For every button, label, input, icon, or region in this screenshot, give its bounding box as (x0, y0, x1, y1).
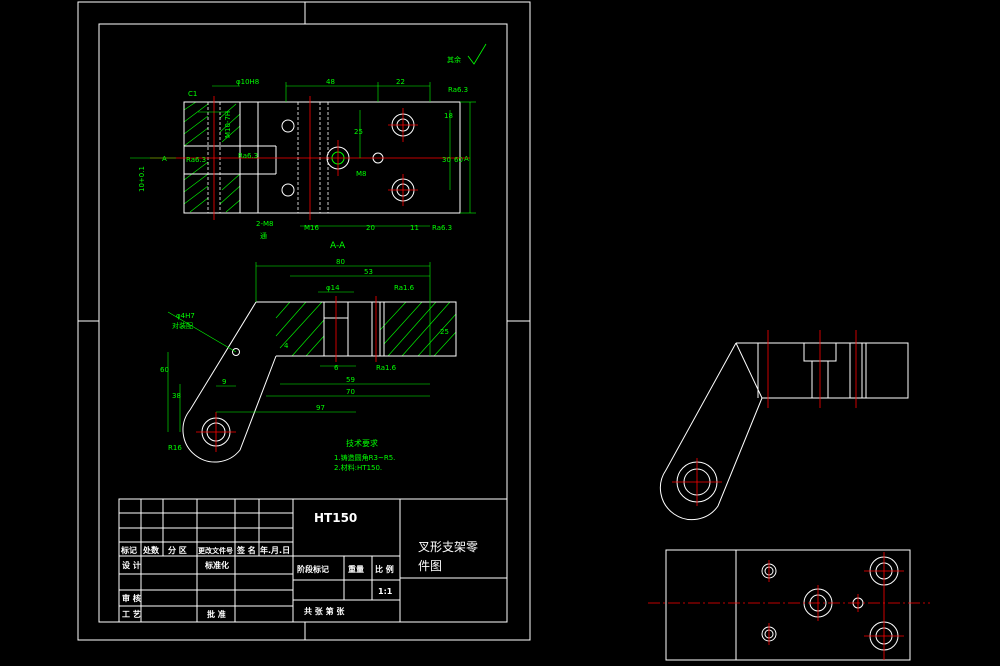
dim-hole-note-1: φ4H7 (176, 312, 195, 320)
row-review: 审 核 (122, 593, 141, 603)
dim-groove: 4 (284, 342, 289, 350)
surface-finish-symbol (467, 43, 487, 65)
dim-ra-mid: Ra6.3 (238, 152, 258, 160)
dim-tolerance: 10+0.1 (138, 166, 146, 192)
model-plan-view (648, 549, 930, 661)
dim-w-18: 18 (444, 112, 453, 120)
row-process: 工 艺 (122, 609, 141, 619)
scale-value: 1:1 (378, 587, 393, 596)
dim-len-48: 48 (326, 78, 335, 86)
dim-r-16: R16 (168, 444, 182, 452)
dim-ra-bottom: Ra6.3 (432, 224, 452, 232)
section-marker-left: A (162, 155, 167, 163)
sheet-count: 共 张 第 张 (304, 606, 345, 616)
dim-ra-top: Ra6.3 (448, 86, 468, 94)
header-sign: 签 名 (236, 545, 256, 555)
row-standard: 标准化 (204, 560, 229, 570)
tech-req-title: 技术要求 (346, 438, 378, 448)
header-mark: 标记 (120, 545, 137, 555)
side-view-arm (659, 342, 763, 521)
dim-len-59: 59 (346, 376, 355, 384)
dim-through: 通 (260, 231, 267, 240)
dim-len-97: 97 (316, 404, 325, 412)
header-count: 处数 (142, 545, 160, 555)
dim-bot-20: 20 (366, 224, 375, 232)
section-marker-right: A (464, 155, 469, 163)
section-arm-outline (182, 301, 277, 463)
header-change-doc: 更改文件号 (198, 546, 233, 555)
top-view-hatch (183, 101, 241, 213)
dim-ra-right-section: Ra1.6 (376, 364, 397, 372)
top-view-outline (183, 101, 461, 214)
dim-ra-left: Ra6.3 (186, 156, 206, 164)
dim-w-6: 6 (334, 364, 339, 372)
top-hole-lower-left (281, 183, 295, 197)
title-material: HT150 (314, 511, 357, 525)
section-view: 80 53 φ14 Ra1.6 Ra1.6 25 60 38 9 6 59 70… (160, 258, 457, 463)
surface-note-text: 其余 (447, 55, 461, 64)
section-small-hole (232, 348, 240, 356)
dim-len-70: 70 (346, 388, 355, 396)
section-label: A-A (330, 241, 346, 251)
top-view: φ10H8 C1 48 22 Ra6.3 Ra6.3 Ra6.3 Ra6.3 1… (130, 78, 476, 251)
dim-m10: M10-7H (224, 111, 232, 138)
row-weight: 重量 (348, 564, 364, 574)
section-view-hatch (275, 301, 457, 357)
row-approve: 批 准 (207, 609, 226, 619)
section-body-outline (256, 301, 457, 357)
dim-ra-top-section: Ra1.6 (394, 284, 415, 292)
surface-finish-note: 其余 (447, 43, 487, 65)
title-part-name-2: 件图 (418, 559, 442, 573)
dim-bore: φ10H8 (236, 78, 259, 86)
dim-hole-note-2: 对装配 (172, 321, 193, 330)
title-block (118, 498, 508, 623)
tech-requirements: 技术要求 1.铸造圆角R3~R5. 2.材料:HT150. (334, 438, 395, 472)
dim-len-22: 22 (396, 78, 405, 86)
title-headers: 标记 处数 分 区 更改文件号 签 名 年.月.日 (120, 545, 290, 555)
tech-req-item-2: 2.材料:HT150. (334, 463, 382, 472)
dim-thread-m8: M8 (356, 170, 367, 178)
dim-h-38: 38 (172, 392, 181, 400)
dim-off-9: 9 (222, 378, 226, 386)
dim-holes-2m8: 2-M8 (256, 220, 273, 228)
title-part-name-1: 叉形支架零 (418, 540, 478, 554)
dim-bore-14: φ14 (326, 284, 340, 292)
dim-len-80: 80 (336, 258, 345, 266)
row-scale: 比 例 (375, 564, 394, 574)
plan-view-body (665, 549, 911, 661)
tech-req-item-1: 1.铸造圆角R3~R5. (334, 453, 395, 462)
dim-h-60: 60 (454, 156, 463, 164)
top-hole-upper-left (281, 119, 295, 133)
dim-h-60-section: 60 (160, 366, 169, 374)
dim-w-30: 30 (442, 156, 451, 164)
dim-h-25: 25 (440, 328, 449, 336)
header-zone: 分 区 (168, 545, 187, 555)
dim-thread-m16: M16 (304, 224, 319, 232)
dim-w-25: 25 (354, 128, 363, 136)
model-side-view (659, 330, 909, 521)
dim-len-53: 53 (364, 268, 373, 276)
row-design: 设 计 (122, 560, 141, 570)
dim-bot-11: 11 (410, 224, 419, 232)
row-stage: 阶段标记 (297, 564, 329, 574)
header-date: 年.月.日 (260, 545, 290, 555)
dim-chamfer: C1 (188, 90, 197, 98)
